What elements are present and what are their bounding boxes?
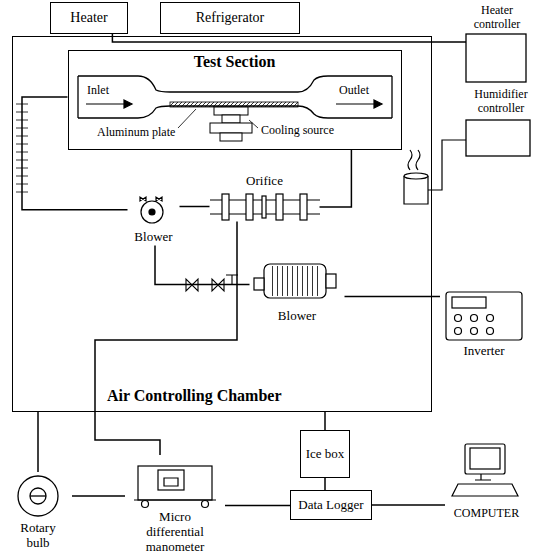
humidifier-wire: [428, 140, 466, 190]
orifice-meter: [210, 194, 320, 220]
heater-box: Heater: [50, 2, 128, 34]
data-logger-box: Data Logger: [290, 490, 372, 520]
blower-unit: Blower: [250, 255, 345, 325]
node-text: Air Controlling Chamber: [107, 387, 282, 405]
blower-unit: Blower: [128, 195, 180, 246]
test-section-duct: [78, 76, 392, 118]
small-blower: [140, 197, 163, 223]
controller-unit: Humidifier controller: [466, 86, 536, 156]
pipe-connector: [155, 246, 250, 285]
rotary-bulb-unit: Rotary bulb: [4, 472, 72, 552]
part-label: Cooling source: [260, 124, 335, 138]
inverter-device: [446, 292, 522, 340]
ice-box: Ice box: [300, 430, 351, 478]
aluminum-plate: [170, 102, 298, 107]
node-text: Inverter: [463, 344, 504, 359]
leader-lines: [178, 109, 258, 128]
pipe-connector: [180, 206, 210, 208]
computer-unit: COMPUTER: [445, 440, 528, 522]
pipe-connector: [324, 412, 326, 430]
flow-label: Outlet: [338, 84, 370, 98]
pipe-connector: [324, 478, 326, 490]
manometer-unit: Micro differential manometer: [125, 455, 225, 556]
node-text: Test Section: [194, 53, 276, 71]
node-text: Refrigerator: [196, 10, 264, 26]
valves: [186, 275, 238, 291]
pipe-connector: [372, 504, 445, 506]
pipe-connector: [95, 222, 237, 456]
refrigerator-box: Refrigerator: [160, 2, 300, 34]
node-text: Heater controller: [467, 4, 527, 32]
flow-label: Inlet: [86, 84, 110, 98]
node-text: Ice box: [306, 447, 345, 462]
node-text: Humidifier controller: [468, 88, 534, 116]
node-text: Micro differential manometer: [138, 510, 213, 555]
node-text: Orifice: [246, 174, 283, 189]
cooling-source: [210, 107, 252, 141]
rotary-bulb: [18, 476, 58, 516]
node-text: Blower: [134, 230, 172, 245]
humidifier: [404, 150, 428, 204]
node-text: COMPUTER: [454, 507, 519, 521]
computer-icon: [452, 444, 518, 496]
controller-unit: Heater controller: [466, 2, 528, 82]
node-text: Blower: [278, 309, 316, 324]
manometer-device: [134, 466, 216, 508]
node-text: Heater: [70, 10, 107, 26]
orifice-meter: Orifice: [210, 172, 320, 222]
pipe-connector: [320, 150, 352, 208]
inverter-unit: Inverter: [440, 285, 528, 360]
pipe-connector: [37, 412, 39, 472]
node-text: Data Logger: [298, 498, 363, 513]
node-text: Rotary bulb: [13, 521, 63, 551]
pipe-connector: [72, 495, 125, 497]
pipe-connector: [225, 505, 290, 507]
blower-motor: [254, 264, 336, 298]
pipe-connector: [345, 296, 441, 298]
pipe-connector: [22, 97, 128, 210]
part-label: Aluminum plate: [96, 126, 176, 140]
